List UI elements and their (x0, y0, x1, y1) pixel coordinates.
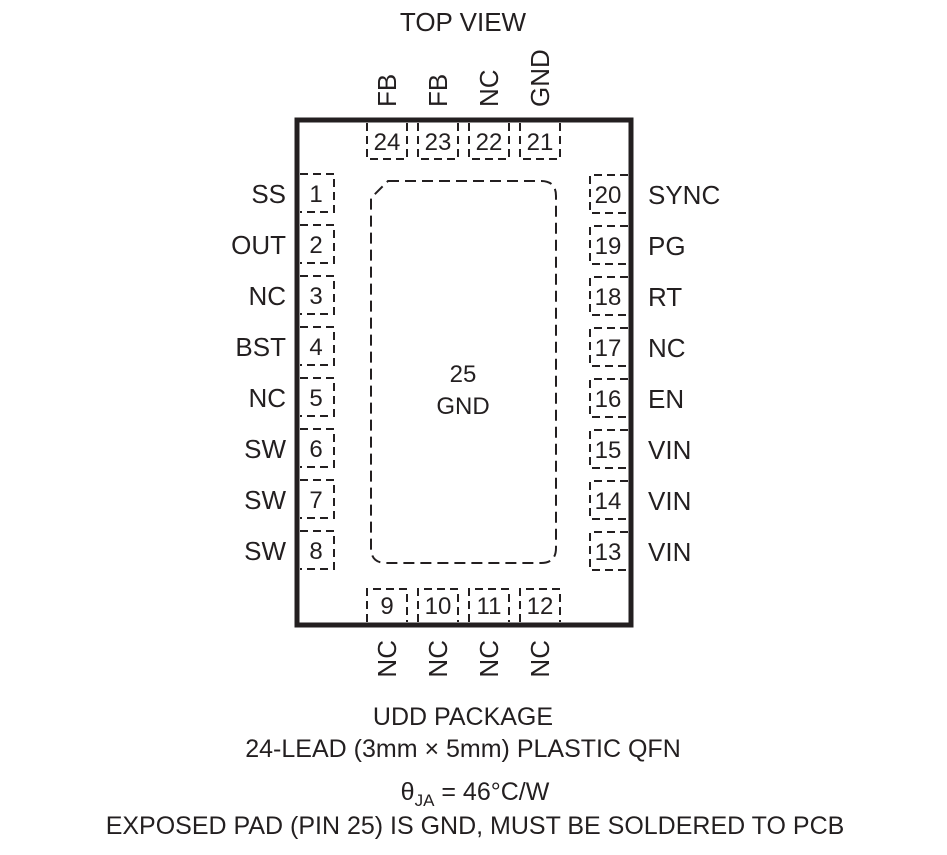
pin-number: 21 (527, 129, 554, 156)
view-title: TOP VIEW (400, 7, 527, 37)
pin-number: 4 (309, 334, 322, 361)
pin-pad-left (300, 377, 335, 417)
pin-label: NC (474, 640, 504, 678)
pin-label: NC (248, 383, 286, 413)
pin-pad-right (589, 174, 628, 214)
pin-number: 23 (425, 129, 452, 156)
pin-pad-top (519, 123, 561, 160)
pin-label: NC (372, 640, 402, 678)
pin-label: VIN (648, 486, 691, 516)
pin-number: 10 (425, 593, 452, 620)
pin-pad-left (300, 275, 335, 315)
pin-label: RT (648, 282, 682, 312)
theta-subscript: JA (415, 791, 436, 810)
package-outline (294, 117, 634, 628)
pin-label: SYNC (648, 180, 720, 210)
caption-note: EXPOSED PAD (PIN 25) IS GND, MUST BE SOL… (106, 812, 845, 840)
pin-label: NC (248, 281, 286, 311)
pin-label: NC (474, 69, 504, 107)
pin-number: 8 (309, 538, 322, 565)
pin-label: SW (244, 485, 286, 515)
pin-label: SW (244, 434, 286, 464)
pin-number: 2 (309, 232, 322, 259)
pin-pad-right (589, 225, 628, 265)
pin-number: 13 (595, 539, 622, 566)
pin-label: SW (244, 536, 286, 566)
pin-label: GND (525, 49, 555, 107)
pin-pad-bottom (366, 588, 408, 622)
top-pin-row: 24 FB 23 FB 22 NC 21 GND (366, 49, 561, 160)
pin-pad-top (417, 123, 459, 160)
pin-number: 17 (595, 335, 622, 362)
caption-lead: 24-LEAD (3mm × 5mm) PLASTIC QFN (245, 735, 681, 763)
pin-pad-right (589, 378, 628, 418)
pin-number: 19 (595, 233, 622, 260)
pin-label: OUT (231, 230, 286, 260)
pin-label: NC (423, 640, 453, 678)
pin-number: 6 (309, 436, 322, 463)
exposed-pad-number: 25 (450, 361, 477, 388)
pin-number: 11 (477, 593, 502, 620)
pin-pad-left (300, 173, 335, 213)
pin-pad-left (300, 428, 335, 468)
pin-pad-left (300, 530, 335, 570)
pin-pad-left (300, 224, 335, 264)
pin-number: 20 (595, 182, 622, 209)
pin-number: 7 (309, 487, 322, 514)
pin-number: 3 (309, 283, 322, 310)
pin-number: 12 (527, 593, 554, 620)
theta-value: = 46°C/W (434, 778, 549, 806)
pin-pad-bottom (468, 588, 510, 622)
pin-label: SS (251, 179, 286, 209)
exposed-pad-outline (370, 180, 557, 564)
pin-number: 18 (595, 284, 622, 311)
pin-label: FB (372, 74, 402, 107)
pin-label: EN (648, 384, 684, 414)
pin-pad-bottom (519, 588, 561, 622)
pin-pad-right (589, 531, 628, 571)
caption-package: UDD PACKAGE (373, 703, 553, 731)
pin-pad-bottom (417, 588, 459, 622)
pin-label: NC (525, 640, 555, 678)
pin-label: VIN (648, 537, 691, 567)
pin-pad-left (300, 326, 335, 366)
pin-label: FB (423, 74, 453, 107)
pin-label: NC (648, 333, 686, 363)
pin-number: 9 (380, 593, 393, 620)
exposed-pad-label: GND (436, 393, 489, 420)
pin-label: BST (235, 332, 286, 362)
pin-pad-top (468, 123, 510, 160)
theta-symbol: θ (401, 778, 415, 806)
pin-number: 24 (374, 129, 401, 156)
pin-number: 16 (595, 386, 622, 413)
pin-pad-left (300, 479, 335, 519)
pin-pad-top (366, 123, 408, 160)
pin-number: 15 (595, 437, 622, 464)
pin-number: 1 (309, 181, 322, 208)
pin-pad-right (589, 429, 628, 469)
caption-thermal: θJA = 46°C/W (401, 778, 550, 810)
pin-label: VIN (648, 435, 691, 465)
pin-number: 5 (309, 385, 322, 412)
pin-number: 14 (595, 488, 622, 515)
pin-pad-right (589, 327, 628, 367)
pin-pad-right (589, 480, 628, 520)
pin-label: PG (648, 231, 686, 261)
pin-number: 22 (476, 129, 503, 156)
pin-pad-right (589, 276, 628, 316)
